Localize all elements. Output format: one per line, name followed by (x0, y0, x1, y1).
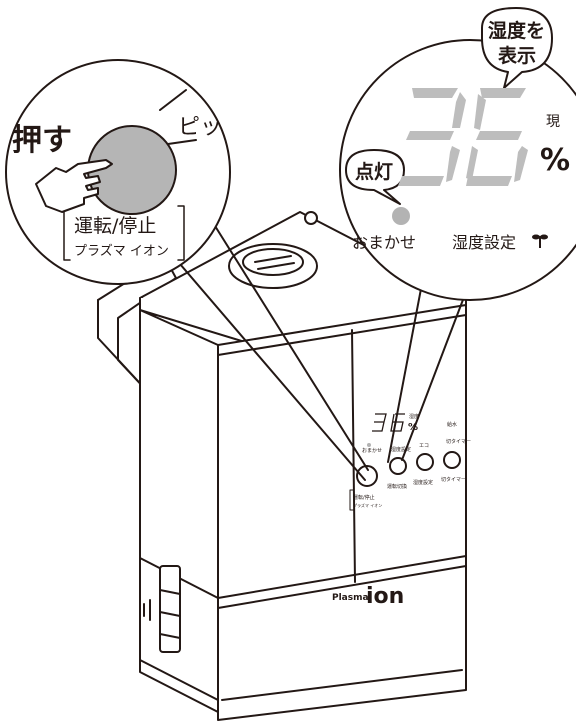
push-label: 押す (12, 123, 72, 158)
hand-icon (35, 159, 113, 213)
device-percent-sign: % (408, 422, 418, 433)
device-humidity-digits (372, 413, 405, 432)
device-sub-label-humidity: 湿度設定 (413, 479, 433, 486)
auto-label: おまかせ (352, 233, 416, 252)
humidity-setting-label: 湿度設定 (452, 233, 516, 252)
device-sub-label-timer: 切タイマー (441, 476, 466, 483)
brand-prefix: Plasma (332, 593, 369, 603)
device-auto-lamp (367, 443, 371, 447)
current-label: 現 (546, 114, 560, 130)
callout-humidity-digits (398, 88, 528, 186)
callout-left-pointer (167, 209, 369, 481)
device-btn-label-humidity: 湿度設定 (391, 446, 411, 453)
lamp-on-label: 点灯 (355, 161, 393, 183)
humidity-display-badge (481, 7, 553, 89)
device-timer-button[interactable] (443, 451, 461, 469)
device-btn-label-eco: エコ (419, 443, 429, 449)
callout-button-label-main: 運転/停止 (74, 215, 156, 237)
front-panel (217, 304, 467, 721)
device-eco-button[interactable] (416, 453, 434, 471)
device-btn-label-timer: 切タイマー (446, 438, 471, 445)
lamp-on-bubble (345, 149, 405, 205)
humidity-badge-line2: 表示 (498, 44, 536, 67)
callout-button-label-sub: プラズマ イオン (74, 243, 169, 259)
device-power-sub: プラズマ イオン (353, 502, 382, 508)
percent-sign: % (540, 143, 570, 178)
beep-label: ピッ (178, 115, 222, 140)
brand-logo: ion (366, 584, 404, 609)
device-sub-label-mode: 運転切換 (387, 483, 407, 490)
device-water-label: 給水 (447, 421, 457, 428)
device-power-label: 運転/停止 (353, 494, 375, 501)
device-auto-label: おまかせ (362, 447, 382, 454)
sprout-icon (532, 234, 548, 248)
side-vent (159, 565, 181, 653)
lid-indicator (304, 211, 318, 225)
device-power-button[interactable] (356, 465, 378, 487)
device-humidity-button[interactable] (389, 457, 407, 475)
callout-right-circle (339, 39, 576, 301)
device-current-humidity-label: 湿度 (409, 413, 419, 420)
humidity-badge-line1: 湿度を (488, 19, 545, 42)
auto-lamp-indicator (392, 207, 410, 225)
